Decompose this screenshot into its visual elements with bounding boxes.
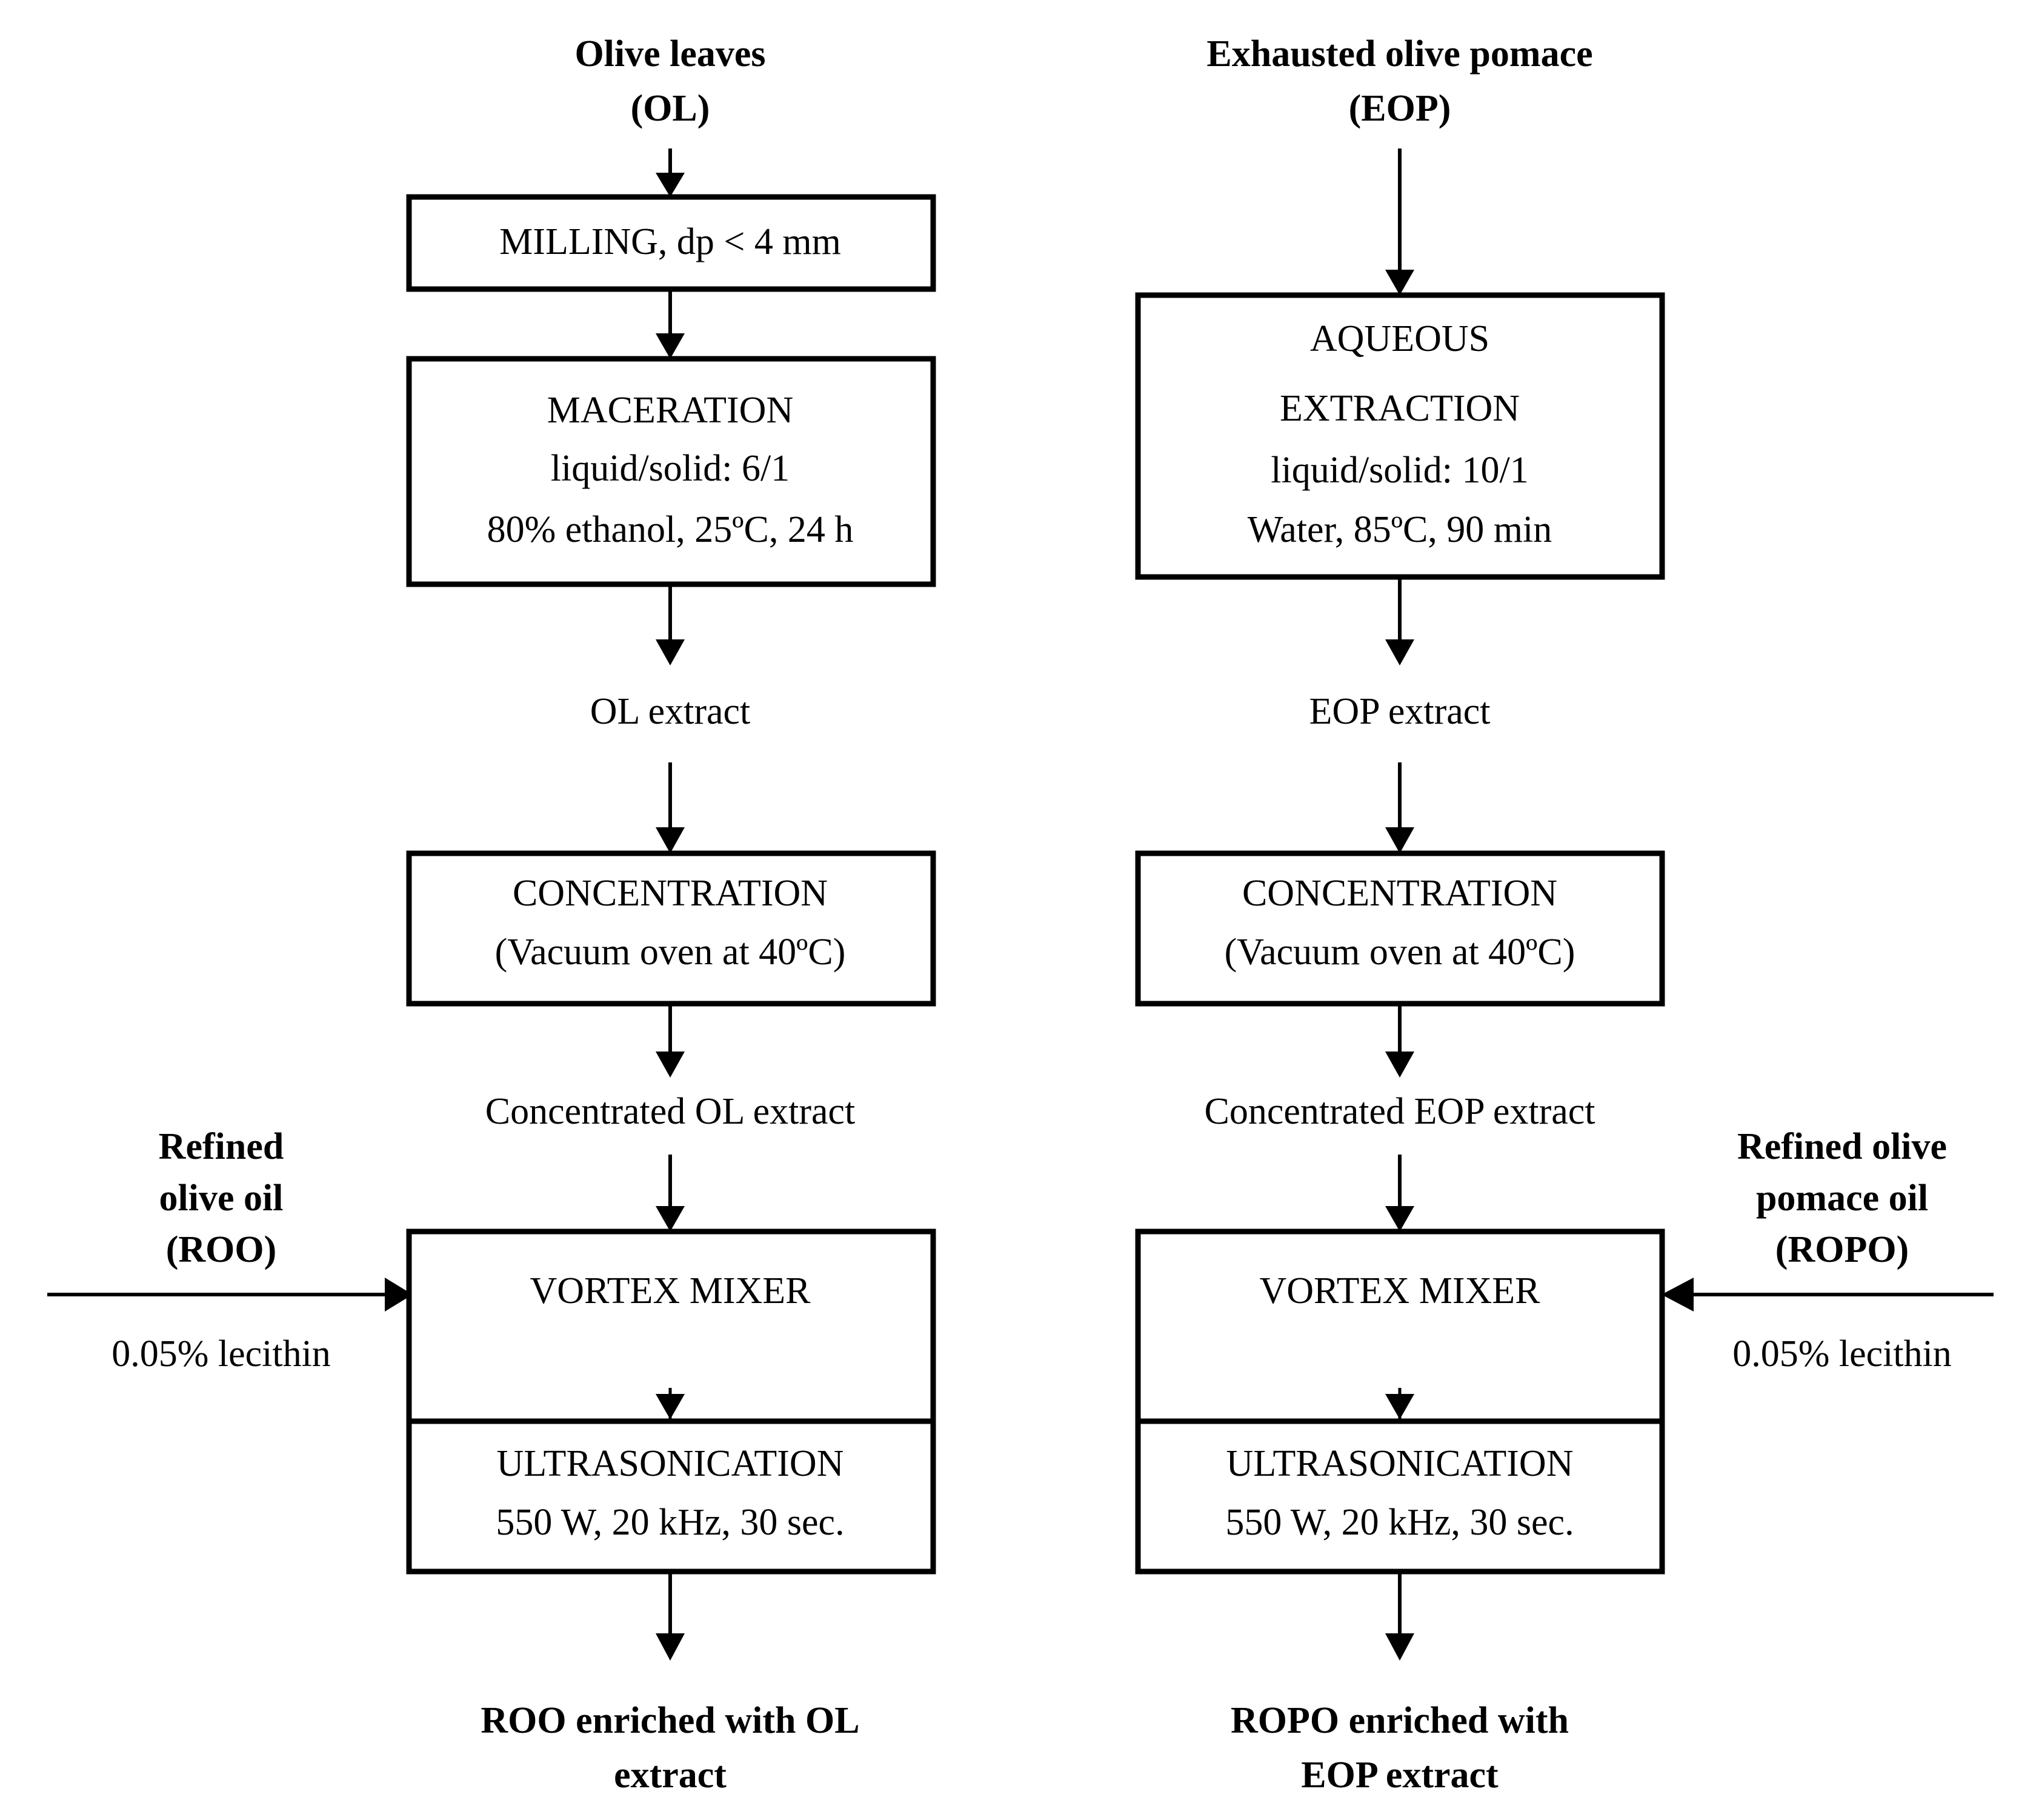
left-input-title-line1: Olive leaves: [574, 33, 765, 75]
left-ultrasonication-box: [406, 1418, 936, 1575]
arrowhead-eop-to-aqueous-icon: [1385, 270, 1414, 295]
left-concentration-box: [406, 850, 936, 1007]
right-concentrated-label: Concentrated EOP extract: [1204, 1091, 1595, 1132]
arrowhead-vortex-to-ultrasonication-icon: [656, 1394, 685, 1419]
left-ultrasonication-label-line2: 550 W, 20 kHz, 30 sec.: [496, 1502, 844, 1543]
arrowhead-right-vortex-to-ultrasonication-icon: [1385, 1394, 1414, 1419]
right-extract-label: EOP extract: [1309, 691, 1491, 732]
right-oil-input-line2: pomace oil: [1756, 1178, 1928, 1219]
right-lecithin-label: 0.05% lecithin: [1732, 1333, 1952, 1375]
arrowhead-roo-to-vortex-icon: [385, 1278, 413, 1312]
left-oil-input-line1: Refined: [159, 1126, 284, 1167]
right-input-title-line2: (EOP): [1349, 88, 1451, 129]
arrowhead-concentration-to-concentrated-eop-icon: [1385, 1052, 1414, 1078]
aqueous-extraction-label-line3: liquid/solid: 10/1: [1271, 450, 1528, 491]
arrowhead-maceration-to-ol-extract-icon: [656, 639, 685, 665]
right-vortex-mixer-label: VORTEX MIXER: [1260, 1270, 1541, 1312]
left-oil-input-line2: olive oil: [159, 1178, 284, 1219]
milling-box-label: MILLING, dp < 4 mm: [499, 221, 841, 262]
left-output-line1: ROO enriched with OL: [481, 1700, 859, 1741]
right-input-title-line1: Exhausted olive pomace: [1206, 33, 1592, 75]
aqueous-extraction-label-line4: Water, 85ºC, 90 min: [1248, 509, 1552, 550]
right-output-line2: EOP extract: [1301, 1755, 1499, 1796]
arrowhead-eop-extract-to-concentration-icon: [1385, 827, 1414, 853]
left-ultrasonication-label-line1: ULTRASONICATION: [497, 1443, 844, 1484]
arrowhead-concentrated-ol-to-vortex-icon: [656, 1206, 685, 1232]
left-concentration-label-line2: (Vacuum oven at 40ºC): [495, 932, 846, 973]
arrowhead-ropo-to-vortex-icon: [1662, 1278, 1694, 1312]
arrowhead-milling-to-maceration-icon: [656, 333, 685, 359]
left-concentration-label-line1: CONCENTRATION: [513, 873, 828, 914]
right-concentration-label-line1: CONCENTRATION: [1242, 873, 1557, 914]
left-input-title-line2: (OL): [631, 88, 710, 129]
arrowhead-concentrated-eop-to-vortex-icon: [1385, 1206, 1414, 1232]
aqueous-extraction-label-line2: EXTRACTION: [1280, 388, 1520, 429]
left-oil-input-line3: (ROO): [166, 1229, 277, 1270]
left-output-line2: extract: [614, 1755, 727, 1796]
right-oil-input-line1: Refined olive: [1737, 1126, 1947, 1167]
left-vortex-mixer-label: VORTEX MIXER: [530, 1270, 811, 1312]
aqueous-extraction-label-line1: AQUEOUS: [1310, 318, 1489, 359]
maceration-box-label-line1: MACERATION: [547, 390, 793, 431]
arrowhead-ultrasonication-to-output-left-icon: [656, 1633, 685, 1661]
arrowhead-ol-extract-to-concentration-icon: [656, 827, 685, 853]
arrowhead-ultrasonication-to-output-right-icon: [1385, 1633, 1414, 1661]
right-oil-input-line3: (ROPO): [1775, 1229, 1909, 1270]
right-output-line1: ROPO enriched with: [1231, 1700, 1569, 1741]
maceration-box-label-line2: liquid/solid: 6/1: [551, 448, 790, 489]
arrowhead-ol-to-milling-icon: [656, 173, 685, 197]
arrowhead-concentration-to-concentrated-ol-icon: [656, 1052, 685, 1078]
arrowhead-aqueous-to-eop-extract-icon: [1385, 639, 1414, 665]
left-concentrated-label: Concentrated OL extract: [485, 1091, 856, 1132]
right-ultrasonication-label-line2: 550 W, 20 kHz, 30 sec.: [1225, 1502, 1574, 1543]
maceration-box: [406, 356, 936, 587]
left-extract-label: OL extract: [590, 691, 751, 732]
maceration-box-label-line3: 80% ethanol, 25ºC, 24 h: [487, 509, 854, 550]
left-lecithin-label: 0.05% lecithin: [111, 1333, 331, 1375]
right-concentration-label-line2: (Vacuum oven at 40ºC): [1225, 932, 1575, 973]
right-ultrasonication-label-line1: ULTRASONICATION: [1226, 1443, 1574, 1484]
